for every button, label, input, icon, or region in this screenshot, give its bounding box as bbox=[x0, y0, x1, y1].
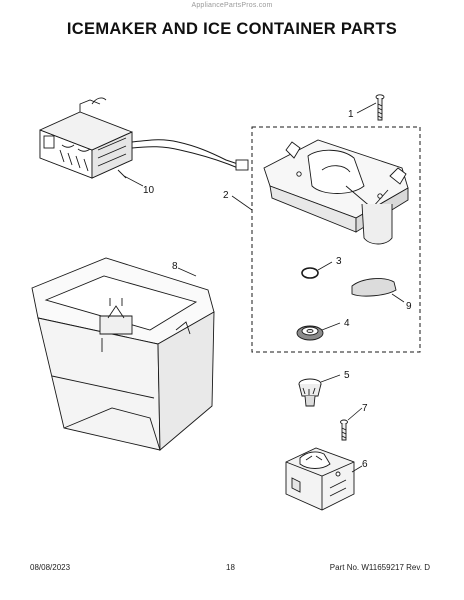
footer-part-number: Part No. W11659217 Rev. D bbox=[329, 563, 430, 572]
auger-motor-part-6[interactable] bbox=[285, 447, 355, 511]
callout-8: 8 bbox=[172, 261, 178, 272]
callout-3: 3 bbox=[336, 256, 342, 267]
ice-paddle-part-9[interactable] bbox=[351, 278, 397, 297]
callout-6: 6 bbox=[362, 459, 368, 470]
screw-part-7[interactable] bbox=[340, 419, 348, 441]
ice-container-bin[interactable] bbox=[31, 257, 215, 451]
callout-1: 1 bbox=[348, 109, 354, 120]
harness-connector bbox=[235, 159, 249, 171]
callout-labels: 1 2 3 4 5 6 7 8 9 10 bbox=[143, 109, 412, 470]
bearing-seal-part-4[interactable] bbox=[296, 325, 324, 341]
gasket-ring-part-3[interactable] bbox=[301, 267, 319, 279]
ice-chute-housing[interactable] bbox=[263, 139, 409, 245]
screw-part-1[interactable] bbox=[375, 94, 385, 121]
icemaker-wire-harness-lower bbox=[131, 146, 239, 169]
callout-10: 10 bbox=[143, 185, 155, 196]
page-title: ICEMAKER AND ICE CONTAINER PARTS bbox=[66, 20, 398, 38]
callout-7: 7 bbox=[362, 403, 368, 414]
drive-coupler-part-5[interactable] bbox=[298, 378, 322, 407]
icemaker-unit[interactable] bbox=[39, 97, 133, 179]
callout-4: 4 bbox=[344, 318, 350, 329]
assembly-boundary-dashed-box bbox=[251, 126, 421, 353]
callout-9: 9 bbox=[406, 301, 412, 312]
callout-2: 2 bbox=[223, 190, 229, 201]
icemaker-wire-harness bbox=[131, 139, 239, 165]
footer-date: 08/08/2023 bbox=[30, 563, 71, 572]
footer-page-number: 18 bbox=[226, 563, 235, 572]
callout-leaders bbox=[123, 102, 405, 473]
site-watermark: AppliancePartsPros.com bbox=[191, 2, 273, 9]
callout-5: 5 bbox=[344, 370, 350, 381]
